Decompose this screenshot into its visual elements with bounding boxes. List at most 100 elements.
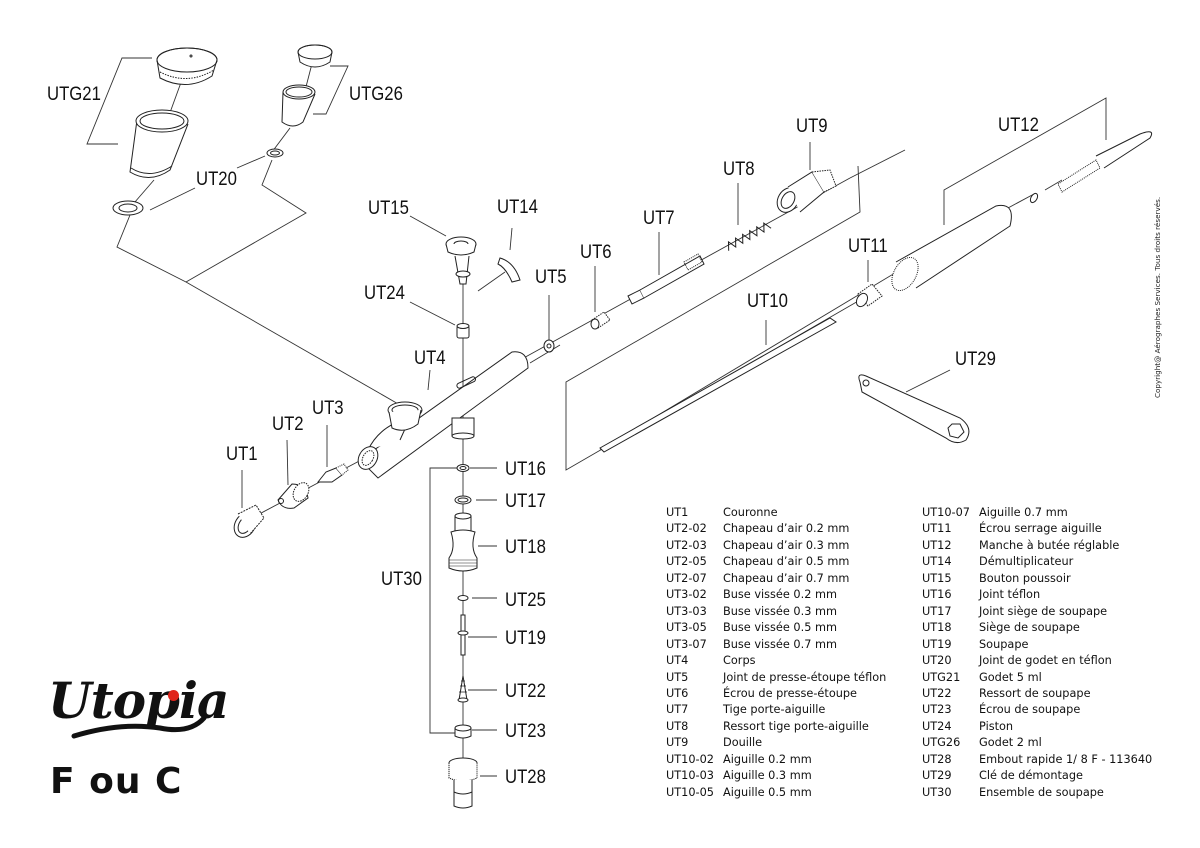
callout-ut7: UT7	[643, 208, 675, 229]
brand-logo-swash	[71, 715, 207, 739]
part-code: UT1	[666, 506, 689, 519]
part-name: Ensemble de soupape	[979, 785, 1104, 799]
part-code: UT2-03	[666, 538, 707, 552]
parts-list-row: UT1 Couronne	[666, 505, 886, 521]
copyright-notice: Copyright@ Aérographes Services. Tous dr…	[1153, 196, 1162, 398]
part-name: Joint de godet en téflon	[979, 654, 1112, 668]
parts-list-row: UT30 Ensemble de soupape	[922, 785, 1152, 801]
part-name: Joint de presse-étoupe téflon	[723, 670, 887, 684]
parts-list-row: UT4 Corps	[666, 653, 886, 669]
part-code: UT17	[922, 604, 952, 618]
parts-list-row: UT24 Piston	[922, 719, 1152, 735]
part-code: UT20	[922, 654, 952, 668]
parts-list-row: UT2-02 Chapeau d’air 0.2 mm	[666, 521, 886, 537]
part-code: UT30	[922, 785, 952, 799]
part-ut29-wrench	[858, 374, 970, 444]
part-name: Buse vissée 0.7 mm	[723, 637, 837, 651]
part-name: Corps	[723, 654, 756, 668]
part-code: UT2-05	[666, 555, 707, 569]
part-name: Buse vissée 0.2 mm	[723, 588, 837, 602]
part-name: Godet 5 ml	[979, 670, 1042, 684]
part-code: UT22	[922, 686, 952, 700]
callout-utg26: UTG26	[349, 84, 403, 105]
callout-ut4: UT4	[414, 348, 446, 369]
part-name: Écrou serrage aiguille	[979, 522, 1102, 536]
parts-list-row: UT5 Joint de presse-étoupe téflon	[666, 670, 886, 686]
callout-ut20: UT20	[196, 169, 237, 190]
callout-ut30: UT30	[381, 569, 422, 590]
brand-model-name: F ou C	[50, 761, 183, 802]
part-ut16-seal	[456, 464, 470, 472]
callout-ut25: UT25	[505, 590, 546, 611]
part-code: UT24	[922, 719, 952, 733]
part-code: UT8	[666, 719, 689, 733]
part-ut23-nut	[454, 724, 472, 739]
callout-ut23: UT23	[505, 721, 546, 742]
part-name: Aiguille 0.7 mm	[979, 506, 1068, 519]
part-ut28-quick-connector	[448, 757, 478, 809]
callout-ut2: UT2	[272, 414, 304, 435]
part-name: Piston	[979, 719, 1014, 733]
part-ut25-oring	[457, 595, 469, 601]
part-ut7-needle-guide	[627, 253, 705, 305]
part-name: Manche à butée réglable	[979, 538, 1120, 552]
part-code: UT2-02	[666, 522, 707, 536]
part-ut11-needle-nut	[855, 283, 883, 308]
part-code: UT6	[666, 686, 689, 700]
part-name: Chapeau d’air 0.2 mm	[723, 522, 850, 536]
part-ut19-valve	[457, 614, 469, 656]
part-code: UT5	[666, 670, 689, 684]
part-code: UT19	[922, 637, 952, 651]
part-code: UT28	[922, 752, 952, 766]
part-name: Siège de soupape	[979, 621, 1080, 635]
part-ut3-nozzle	[316, 463, 349, 483]
parts-list-row: UT8 Ressort tige porte-aiguille	[666, 719, 886, 735]
part-name: Soupape	[979, 637, 1029, 651]
part-code: UT14	[922, 555, 952, 569]
parts-list-row: UT20 Joint de godet en téflon	[922, 653, 1152, 669]
part-name: Godet 2 ml	[979, 736, 1042, 750]
part-name: Couronne	[723, 506, 778, 519]
callout-ut12: UT12	[998, 115, 1039, 136]
callout-ut29: UT29	[955, 349, 996, 370]
callout-ut8: UT8	[723, 159, 755, 180]
part-code: UT18	[922, 621, 952, 635]
part-name: Bouton poussoir	[979, 571, 1071, 585]
part-code: UT29	[922, 769, 952, 783]
part-code: UT4	[666, 654, 689, 668]
part-name: Écrou de presse-étoupe	[723, 686, 858, 700]
part-ut15-button	[445, 236, 477, 285]
callout-utg21: UTG21	[47, 84, 101, 105]
part-name: Embout rapide 1/ 8 F - 113640	[979, 752, 1153, 766]
callout-ut10: UT10	[747, 291, 788, 312]
brand-logo-dot	[168, 690, 179, 701]
part-name: Chapeau d’air 0.7 mm	[723, 571, 850, 585]
part-ut4-body	[357, 351, 529, 479]
part-name: Ressort tige porte-aiguille	[723, 719, 869, 733]
part-code: UT3-05	[666, 621, 707, 635]
part-code: UT7	[666, 703, 689, 717]
callout-ut3: UT3	[312, 398, 344, 419]
part-code: UT3-02	[666, 588, 707, 602]
callout-ut9: UT9	[796, 116, 828, 137]
parts-list-row: UT3-02 Buse vissée 0.2 mm	[666, 587, 886, 603]
part-code: UT23	[922, 703, 952, 717]
part-name: Clé de démontage	[979, 769, 1083, 783]
part-ut6-nut	[590, 311, 611, 330]
part-ut1-crown	[233, 504, 265, 538]
part-ut18-valve-seat	[448, 512, 478, 572]
part-name: Douille	[723, 736, 763, 750]
